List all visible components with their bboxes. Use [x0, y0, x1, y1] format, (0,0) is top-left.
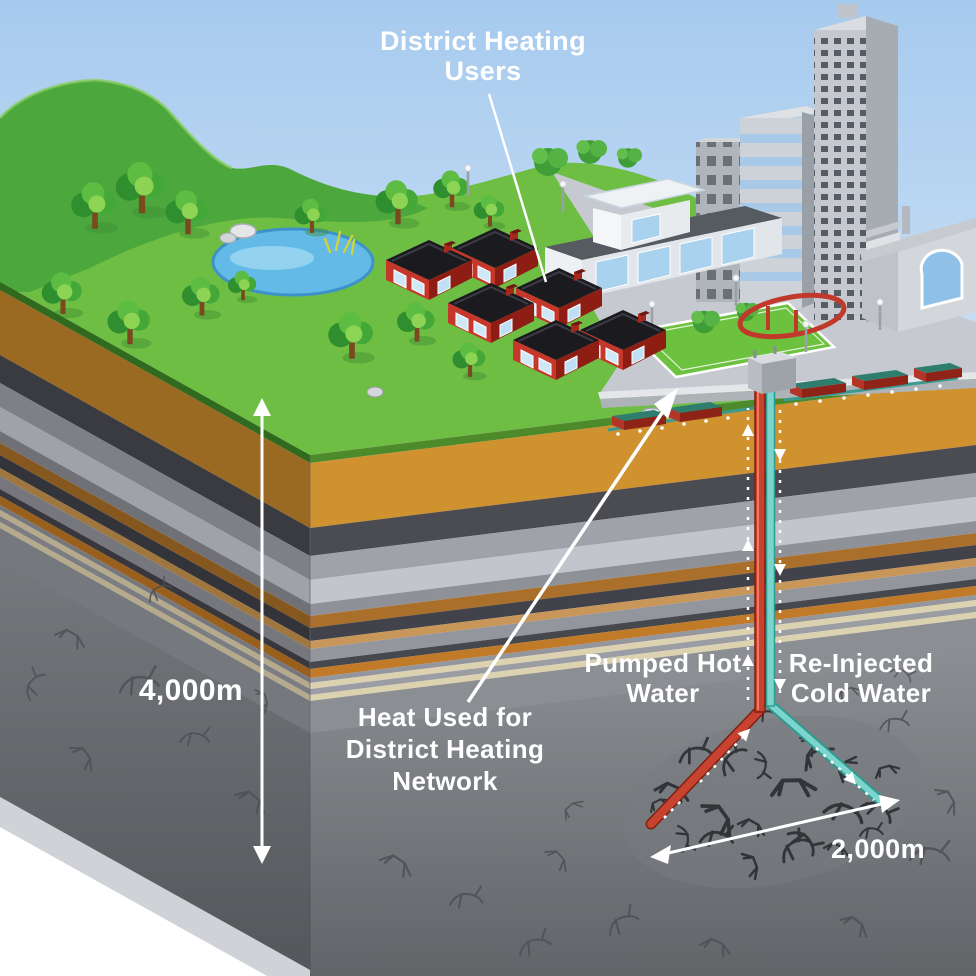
stratum-shale — [0, 455, 310, 641]
stratum-limestone — [310, 600, 976, 689]
stratum-shale — [0, 355, 310, 556]
flow-down-cold — [774, 410, 786, 700]
svg-text:Water: Water — [626, 678, 699, 708]
park-yard — [627, 301, 837, 379]
label-depth: 4,000m — [139, 674, 243, 707]
stratum-limestone — [0, 522, 310, 701]
cold-water-pipe — [765, 365, 776, 707]
reeds — [323, 230, 356, 256]
rock — [219, 232, 237, 244]
factory-building — [860, 206, 976, 332]
hill — [0, 80, 428, 292]
rock — [366, 386, 384, 398]
stratum-gray — [0, 431, 310, 616]
skyscraper — [814, 4, 898, 322]
label-heat-used: Heat Used for District Heating Network — [346, 702, 545, 796]
stratum-gray — [0, 476, 310, 662]
hill-highlight — [0, 78, 233, 170]
svg-text:District Heating: District Heating — [380, 26, 586, 56]
stratum-gray — [0, 383, 310, 580]
stratum-grass-lip — [0, 282, 310, 463]
pond-highlight — [230, 246, 314, 270]
stratum-shale — [310, 545, 976, 641]
stratum-sandstone — [310, 533, 976, 628]
deep-shade-left — [0, 560, 310, 970]
heat-used-arrow — [466, 388, 678, 703]
label-reinjected-cold-water: Re-Injected Cold Water — [789, 648, 934, 708]
stratum-soil — [310, 380, 976, 528]
stratum-gray — [0, 516, 310, 695]
svg-text:Pumped Hot: Pumped Hot — [584, 648, 741, 678]
office-building — [740, 106, 822, 308]
stratum-soil — [0, 290, 310, 528]
stratum-limestone — [310, 612, 976, 701]
flow-branch-cold — [815, 747, 875, 801]
stratum-shale — [310, 579, 976, 669]
buildings — [463, 4, 976, 379]
stratum-sandstone — [0, 468, 310, 649]
stratum-sandstone — [0, 443, 310, 628]
stratum-silver — [310, 497, 976, 604]
stratum-gray — [310, 473, 976, 580]
stratum-shale — [0, 489, 310, 669]
stratum-shale — [310, 445, 976, 556]
label-district-heating-users: District Heating Users — [380, 26, 586, 86]
reservoir-width-arrow — [650, 795, 900, 864]
stratum-gray — [310, 606, 976, 695]
manifold-row-soil — [607, 402, 755, 436]
rock — [229, 223, 257, 239]
stratum-silver — [0, 407, 310, 604]
labels: District Heating Users Heat Used for Dis… — [139, 26, 933, 864]
annotations — [253, 93, 900, 864]
school-building — [545, 178, 782, 298]
svg-text:Users: Users — [444, 56, 521, 86]
block-bottom-sliver — [0, 797, 310, 976]
stratum-gray — [310, 521, 976, 616]
stratum-gray — [310, 566, 976, 662]
svg-text:Network: Network — [392, 766, 498, 796]
svg-text:Cold Water: Cold Water — [791, 678, 931, 708]
stratum-limestone — [0, 510, 310, 689]
stratum-sandstone — [0, 496, 310, 678]
stratum-sandstone — [310, 586, 976, 678]
stratum-gray — [310, 595, 976, 683]
factory-arch-window — [919, 248, 964, 310]
hot-water-pipe — [754, 365, 766, 713]
label-reservoir-width: 2,000m — [831, 834, 925, 864]
heat-exchanger-network — [607, 363, 962, 436]
playground — [737, 292, 847, 340]
stratum-sandstone — [310, 558, 976, 649]
users-leader-line — [487, 93, 548, 283]
svg-text:Heat Used for: Heat Used for — [358, 702, 532, 732]
cold-branch — [767, 701, 885, 805]
hot-branch — [647, 706, 764, 828]
depth-arrow — [253, 398, 271, 864]
junction-box — [748, 346, 796, 394]
svg-text:Re-Injected: Re-Injected — [789, 648, 934, 678]
svg-text:District Heating: District Heating — [346, 734, 545, 764]
flow-branch-hot — [663, 724, 755, 819]
flow-arrows — [663, 408, 875, 819]
wells — [645, 346, 887, 830]
label-pumped-hot-water: Pumped Hot Water — [584, 648, 741, 708]
manifold-row-plaza — [783, 363, 962, 406]
